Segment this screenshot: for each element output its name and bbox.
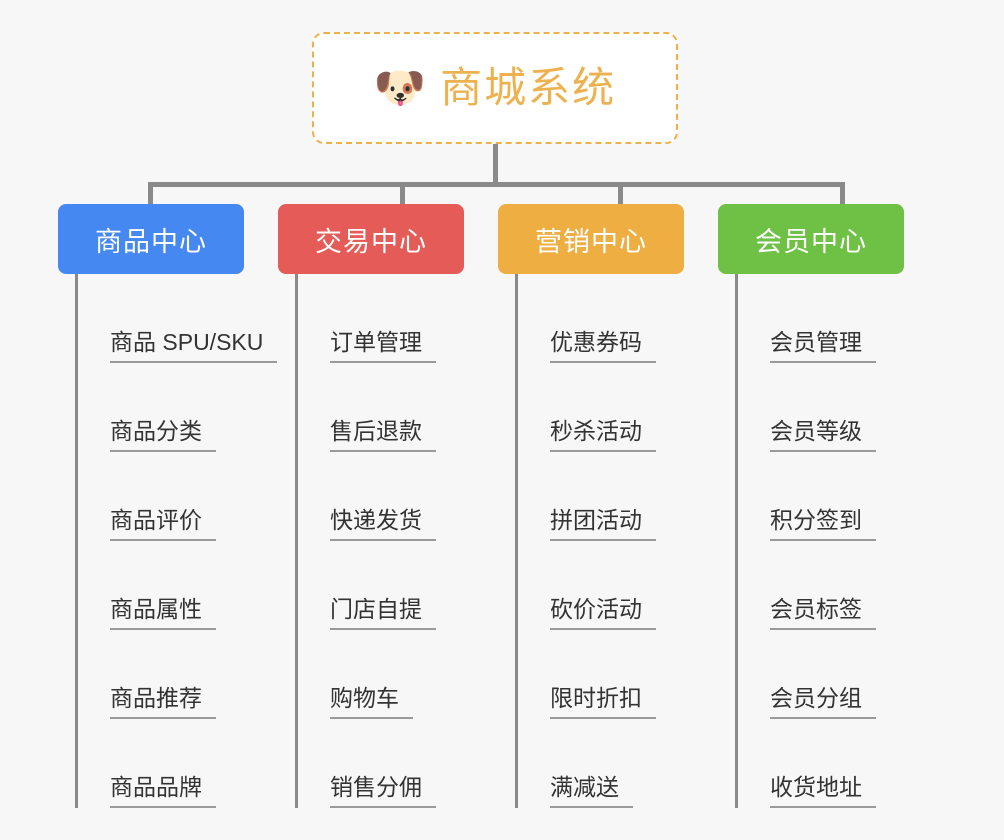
shiba-dog-face-icon: 🐶 xyxy=(373,64,427,111)
category-header-2[interactable]: 营销中心 xyxy=(498,204,684,274)
category-header-0[interactable]: 商品中心 xyxy=(58,204,244,274)
leaf-item[interactable]: 商品 SPU/SKU xyxy=(78,274,278,363)
leaf-item[interactable]: 商品品牌 xyxy=(78,719,278,808)
category-column-商品中心: 商品中心 商品 SPU/SKU 商品分类 商品评价 商品属性 商品推荐 商品品牌 xyxy=(58,204,278,808)
category-header-label: 营销中心 xyxy=(535,226,647,257)
category-header-label: 商品中心 xyxy=(95,226,207,257)
category-column-会员中心: 会员中心 会员管理 会员等级 积分签到 会员标签 会员分组 收货地址 xyxy=(718,204,938,808)
root-title: 商城系统 xyxy=(440,64,617,111)
leaf-list-3: 会员管理 会员等级 积分签到 会员标签 会员分组 收货地址 xyxy=(735,274,938,808)
connector-drop-2 xyxy=(618,182,623,209)
leaf-item[interactable]: 限时折扣 xyxy=(518,630,718,719)
leaf-list-2: 优惠券码 秒杀活动 拼团活动 砍价活动 限时折扣 满减送 xyxy=(515,274,718,808)
leaf-label: 商品评价 xyxy=(110,507,216,541)
leaf-label: 订单管理 xyxy=(330,329,436,363)
leaf-label: 门店自提 xyxy=(330,596,436,630)
leaf-label: 限时折扣 xyxy=(550,685,656,719)
leaf-label: 商品分类 xyxy=(110,418,216,452)
leaf-item[interactable]: 砍价活动 xyxy=(518,541,718,630)
category-column-营销中心: 营销中心 优惠券码 秒杀活动 拼团活动 砍价活动 限时折扣 满减送 xyxy=(498,204,718,808)
category-header-3[interactable]: 会员中心 xyxy=(718,204,904,274)
leaf-list-1: 订单管理 售后退款 快递发货 门店自提 购物车 销售分佣 xyxy=(295,274,498,808)
category-header-1[interactable]: 交易中心 xyxy=(278,204,464,274)
category-header-label: 交易中心 xyxy=(315,226,427,257)
leaf-item[interactable]: 积分签到 xyxy=(738,452,938,541)
leaf-label: 收货地址 xyxy=(770,774,876,808)
leaf-label: 会员等级 xyxy=(770,418,876,452)
leaf-item[interactable]: 会员标签 xyxy=(738,541,938,630)
leaf-label: 拼团活动 xyxy=(550,507,656,541)
leaf-item[interactable]: 购物车 xyxy=(298,630,498,719)
leaf-item[interactable]: 满减送 xyxy=(518,719,718,808)
leaf-item[interactable]: 收货地址 xyxy=(738,719,938,808)
leaf-item[interactable]: 门店自提 xyxy=(298,541,498,630)
leaf-label: 商品属性 xyxy=(110,596,216,630)
leaf-label: 会员标签 xyxy=(770,596,876,630)
leaf-label: 购物车 xyxy=(330,685,413,719)
leaf-item[interactable]: 会员等级 xyxy=(738,363,938,452)
leaf-item[interactable]: 商品评价 xyxy=(78,452,278,541)
leaf-item[interactable]: 商品属性 xyxy=(78,541,278,630)
leaf-label: 商品 SPU/SKU xyxy=(110,329,278,363)
leaf-item[interactable]: 秒杀活动 xyxy=(518,363,718,452)
leaf-item[interactable]: 商品推荐 xyxy=(78,630,278,719)
leaf-label: 会员分组 xyxy=(770,685,876,719)
leaf-label: 满减送 xyxy=(550,774,633,808)
leaf-label: 秒杀活动 xyxy=(550,418,656,452)
leaf-label: 销售分佣 xyxy=(330,774,436,808)
leaf-label: 售后退款 xyxy=(330,418,436,452)
leaf-item[interactable]: 会员管理 xyxy=(738,274,938,363)
leaf-label: 砍价活动 xyxy=(550,596,656,630)
leaf-item[interactable]: 会员分组 xyxy=(738,630,938,719)
category-columns: 商品中心 商品 SPU/SKU 商品分类 商品评价 商品属性 商品推荐 商品品牌… xyxy=(0,204,1004,840)
leaf-label: 优惠券码 xyxy=(550,329,656,363)
leaf-item[interactable]: 优惠券码 xyxy=(518,274,718,363)
category-column-交易中心: 交易中心 订单管理 售后退款 快递发货 门店自提 购物车 销售分佣 xyxy=(278,204,498,808)
leaf-label: 商品推荐 xyxy=(110,685,216,719)
connector-horizontal-bus xyxy=(148,182,845,187)
leaf-item[interactable]: 销售分佣 xyxy=(298,719,498,808)
leaf-item[interactable]: 商品分类 xyxy=(78,363,278,452)
leaf-item[interactable]: 售后退款 xyxy=(298,363,498,452)
leaf-label: 快递发货 xyxy=(330,507,436,541)
leaf-list-0: 商品 SPU/SKU 商品分类 商品评价 商品属性 商品推荐 商品品牌 xyxy=(75,274,278,808)
connector-drop-0 xyxy=(148,182,153,209)
connector-root-stem xyxy=(493,144,498,186)
leaf-item[interactable]: 订单管理 xyxy=(298,274,498,363)
category-header-label: 会员中心 xyxy=(755,226,867,257)
root-node[interactable]: 🐶 商城系统 xyxy=(312,32,678,144)
connector-drop-1 xyxy=(400,182,405,209)
leaf-item[interactable]: 快递发货 xyxy=(298,452,498,541)
leaf-label: 会员管理 xyxy=(770,329,876,363)
connector-drop-3 xyxy=(840,182,845,209)
leaf-item[interactable]: 拼团活动 xyxy=(518,452,718,541)
leaf-label: 商品品牌 xyxy=(110,774,216,808)
leaf-label: 积分签到 xyxy=(770,507,876,541)
